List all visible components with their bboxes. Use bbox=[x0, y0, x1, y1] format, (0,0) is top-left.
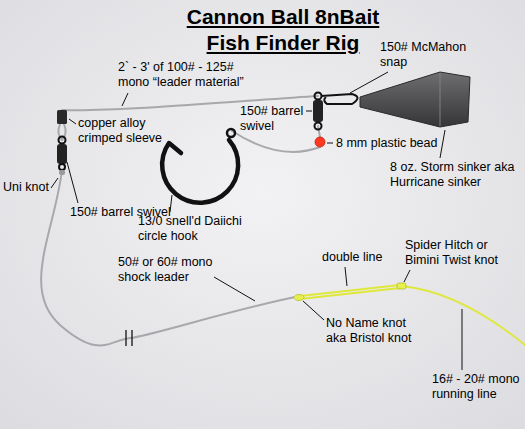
leader-line bbox=[318, 126, 320, 137]
break-mark bbox=[126, 330, 132, 346]
leader-line bbox=[67, 162, 78, 203]
barrel-swivel bbox=[57, 137, 67, 171]
swivel-eye bbox=[315, 123, 322, 130]
leader-line bbox=[69, 119, 76, 124]
leader-line bbox=[306, 111, 312, 112]
part-label: 150# barrel swivel bbox=[240, 104, 310, 134]
part-label: 50# or 60# mono shock leader bbox=[118, 255, 223, 285]
circle-hook bbox=[162, 140, 238, 203]
hook-eye bbox=[227, 129, 235, 137]
part-label: No Name knot aka Bristol knot bbox=[326, 316, 422, 346]
leader-line bbox=[327, 143, 333, 144]
part-label: 13/0 snell'd Daiichi circle hook bbox=[138, 214, 256, 244]
sinker-edge bbox=[440, 73, 441, 126]
leader-line bbox=[404, 270, 410, 282]
part-label: 16# - 20# mono running line bbox=[432, 372, 524, 402]
part-label: copper alloy crimped sleeve bbox=[78, 116, 170, 146]
part-label: Spider Hitch or Bimini Twist knot bbox=[405, 238, 515, 268]
uni-knot bbox=[59, 170, 65, 175]
double-line bbox=[300, 288, 400, 299]
part-label: 8 mm plastic bead bbox=[336, 136, 437, 151]
leader-line bbox=[214, 277, 255, 301]
leader-line bbox=[345, 267, 347, 286]
swivel-barrel bbox=[57, 144, 67, 164]
leader-lines bbox=[51, 72, 462, 370]
part-label: double line bbox=[322, 250, 382, 265]
storm-sinker bbox=[360, 72, 470, 127]
bristol-knot bbox=[294, 295, 304, 301]
title: Cannon Ball 8nBait Fish Finder Rig bbox=[168, 4, 398, 56]
break-mark bbox=[125, 330, 126, 346]
plastic-bead bbox=[315, 137, 325, 147]
part-label: 8 oz. Storm sinker aka Hurricane sinker bbox=[390, 160, 518, 190]
swivel-eye bbox=[59, 137, 66, 144]
barrel-swivel bbox=[313, 93, 323, 130]
break-mark bbox=[131, 330, 132, 346]
running-line bbox=[402, 286, 525, 345]
shock-leader bbox=[41, 170, 300, 345]
leader-line bbox=[462, 309, 463, 370]
leader-line bbox=[122, 93, 128, 106]
leader-line bbox=[303, 301, 324, 320]
mcmahon-snap bbox=[321, 94, 358, 104]
running-line bbox=[300, 285, 525, 345]
swivel-barrel bbox=[313, 100, 323, 122]
part-label: 150# McMahon snap bbox=[380, 40, 475, 70]
spider-hitch-knot bbox=[397, 283, 406, 289]
swivel-eye bbox=[59, 164, 65, 170]
leader-line bbox=[350, 72, 388, 93]
leader-line bbox=[440, 130, 445, 158]
snell-line bbox=[232, 131, 320, 152]
crimp-sleeve bbox=[57, 110, 67, 124]
leader-line bbox=[51, 178, 58, 188]
mono-lines bbox=[41, 96, 320, 345]
part-label: Uni knot bbox=[3, 180, 49, 195]
part-label: 2` - 3' of 100# - 125# mono “leader mate… bbox=[118, 60, 258, 90]
swivel-eye bbox=[315, 93, 322, 100]
